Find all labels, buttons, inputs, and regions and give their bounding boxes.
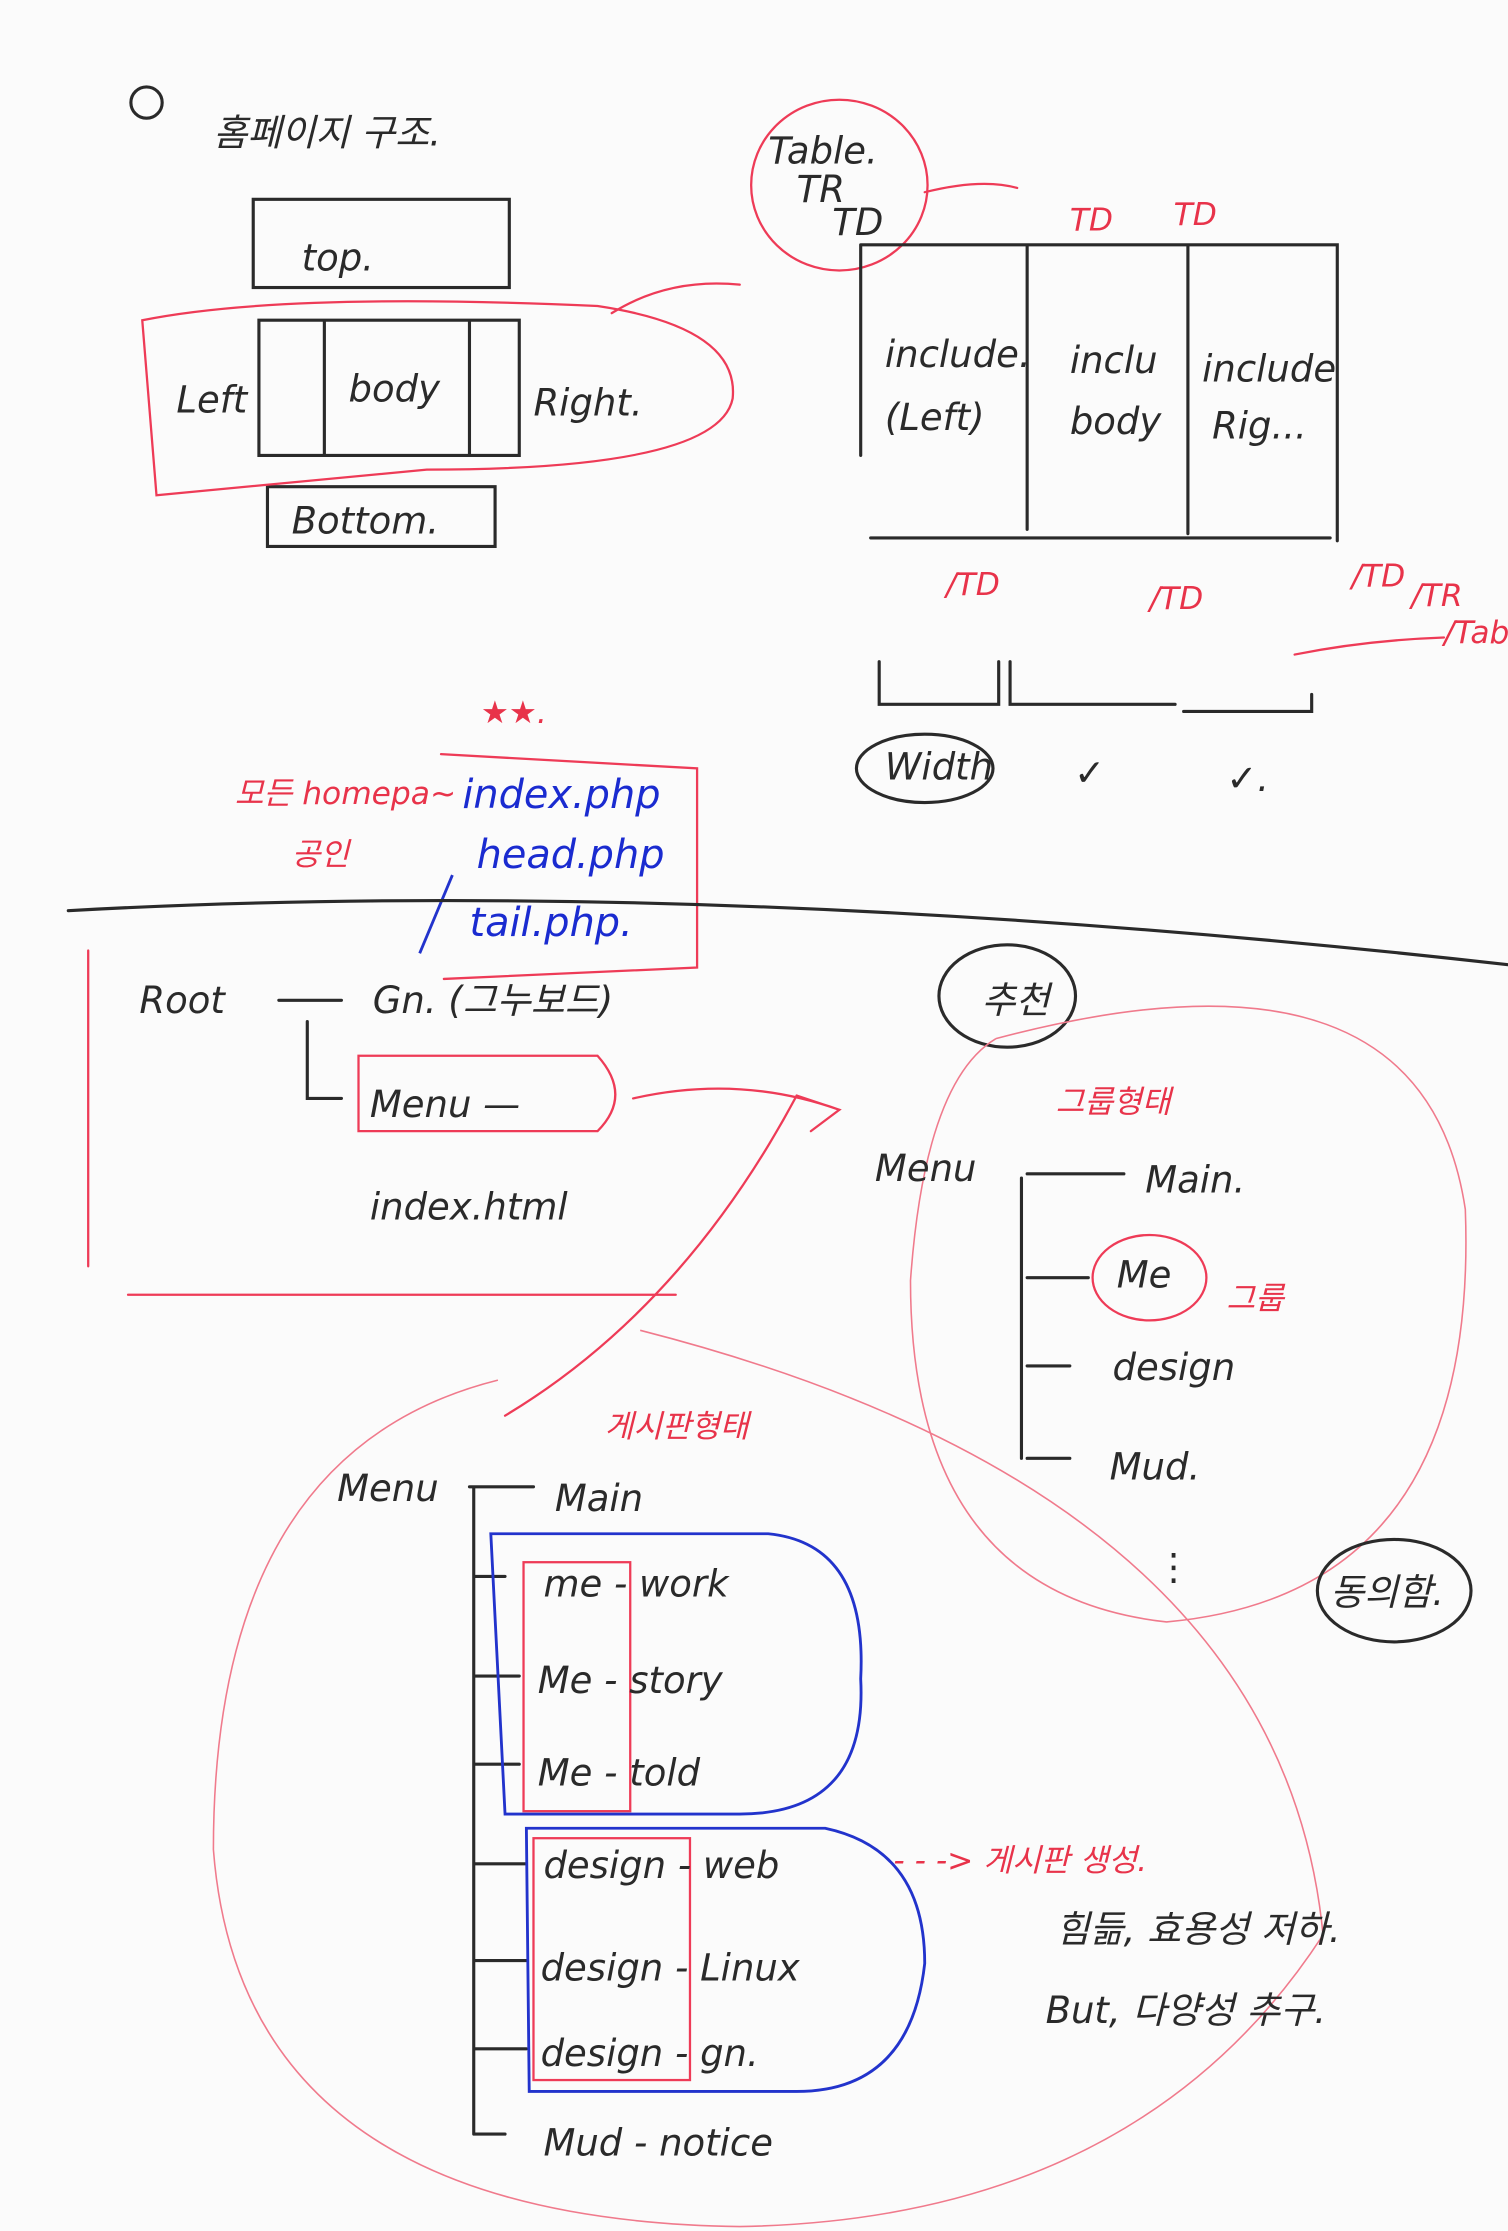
table-grid [859,243,1339,543]
width-label: Width [885,746,993,789]
group-item-design: design [1113,1346,1236,1389]
page-title: 홈페이지 구조. [213,111,441,154]
td-top-1: TD [1070,203,1113,239]
bubble-table: Table. [768,130,878,173]
group-ellipsis: ⋮ [1155,1545,1192,1588]
gn-label: Gn. (그누보드) [373,979,613,1022]
group-type-label: 그룹형태 [1056,1085,1175,1121]
top-box [251,197,511,290]
bullet-icon [129,85,164,120]
table-close: /Tab [1441,615,1508,651]
table-bubble [750,98,929,272]
divider [66,898,1508,967]
group-item-me: Me [1117,1254,1172,1297]
root-label: Root [139,979,226,1022]
top-label: top. [302,236,374,279]
menu-label: Menu — [370,1083,520,1126]
cell1-line2: (Left) [885,396,985,439]
td-top-2: TD [1174,197,1217,233]
group-item-main: Main. [1145,1158,1245,1201]
arrow [610,282,741,315]
files-box: ★★. 모든 homepa~ 공인 index.php head.php tai… [235,695,699,981]
td-close-3: /TD [1349,558,1406,594]
bottom-label: Bottom. [292,500,439,543]
note-create-board: - - -> 게시판 생성. [893,1843,1147,1879]
index-html-label: index.html [370,1185,568,1228]
header: 홈페이지 구조. [129,85,441,154]
middle-row [257,318,521,457]
layout-sketch: top. Left body Right. Bottom. [141,197,741,549]
tr-close: /TR [1408,578,1462,614]
middle-highlight [141,300,735,497]
check-1: ✓ [1074,751,1105,794]
td-close-1: /TD [943,567,1000,603]
cell3-line2: Rig... [1212,404,1307,447]
board-item: design - web [543,1844,779,1887]
body-label: body [349,367,442,410]
files-note-1: 모든 homepa~ [235,776,456,812]
recommend-badge: 추천 [982,979,1053,1022]
note-diversity: But, 다양성 추구. [1046,1989,1326,2032]
group-tree: 추천 그룹형태 Menu Main. Me design Mud. 그룹 ⋮ 동… [875,943,1473,1644]
board-item: design - gn. [541,2032,759,2075]
bubble-td: TD [832,201,883,244]
table-sketch: Table. TR TD TD TD include. (Left) inclu… [750,98,1508,805]
bottom-box [265,485,497,549]
agree-badge: 동의함. [1330,1571,1444,1614]
td-close-2: /TD [1146,581,1203,617]
group-item-mud: Mud. [1110,1446,1201,1489]
group-menu: Menu [875,1147,977,1190]
board-main: Main [555,1477,643,1520]
bubble-tr: TR [797,168,845,211]
stars: ★★. [481,695,547,731]
cell2-line2: body [1070,400,1163,443]
board-item: me - work [543,1562,730,1605]
board-item: Me - told [538,1752,701,1795]
file-tail-php: tail.php. [469,900,632,946]
file-index-php: index.php [462,772,660,818]
left-label: Left [176,379,248,422]
cell3-line1: include [1202,347,1336,390]
board-item: Me - story [538,1659,724,1702]
board-type-label: 게시판형태 [605,1409,753,1445]
cell1-line1: include. [885,333,1031,376]
group-note: 그룹 [1226,1281,1286,1317]
board-menu: Menu [337,1467,439,1510]
notes: - - -> 게시판 생성. 힘듦, 효용성 저하. But, 다양성 추구. [893,1843,1340,2032]
right-label: Right. [533,382,642,425]
board-item: Mud - notice [543,2121,773,2164]
check-2: ✓. [1226,757,1269,800]
board-tree: 게시판형태 Menu Main me - work Me - story Me … [212,1329,1324,2228]
board-item: design - Linux [541,1946,801,1989]
width-bubble [854,732,995,805]
file-head-php: head.php [477,832,665,878]
note-difficulty: 힘듦, 효용성 저하. [1056,1908,1341,1951]
files-note-2: 공인 [292,837,353,873]
width-bars [877,660,1314,714]
cell2-line1: inclu [1070,339,1158,382]
root-tree: Root Gn. (그누보드) Menu — index.html [87,949,842,1417]
